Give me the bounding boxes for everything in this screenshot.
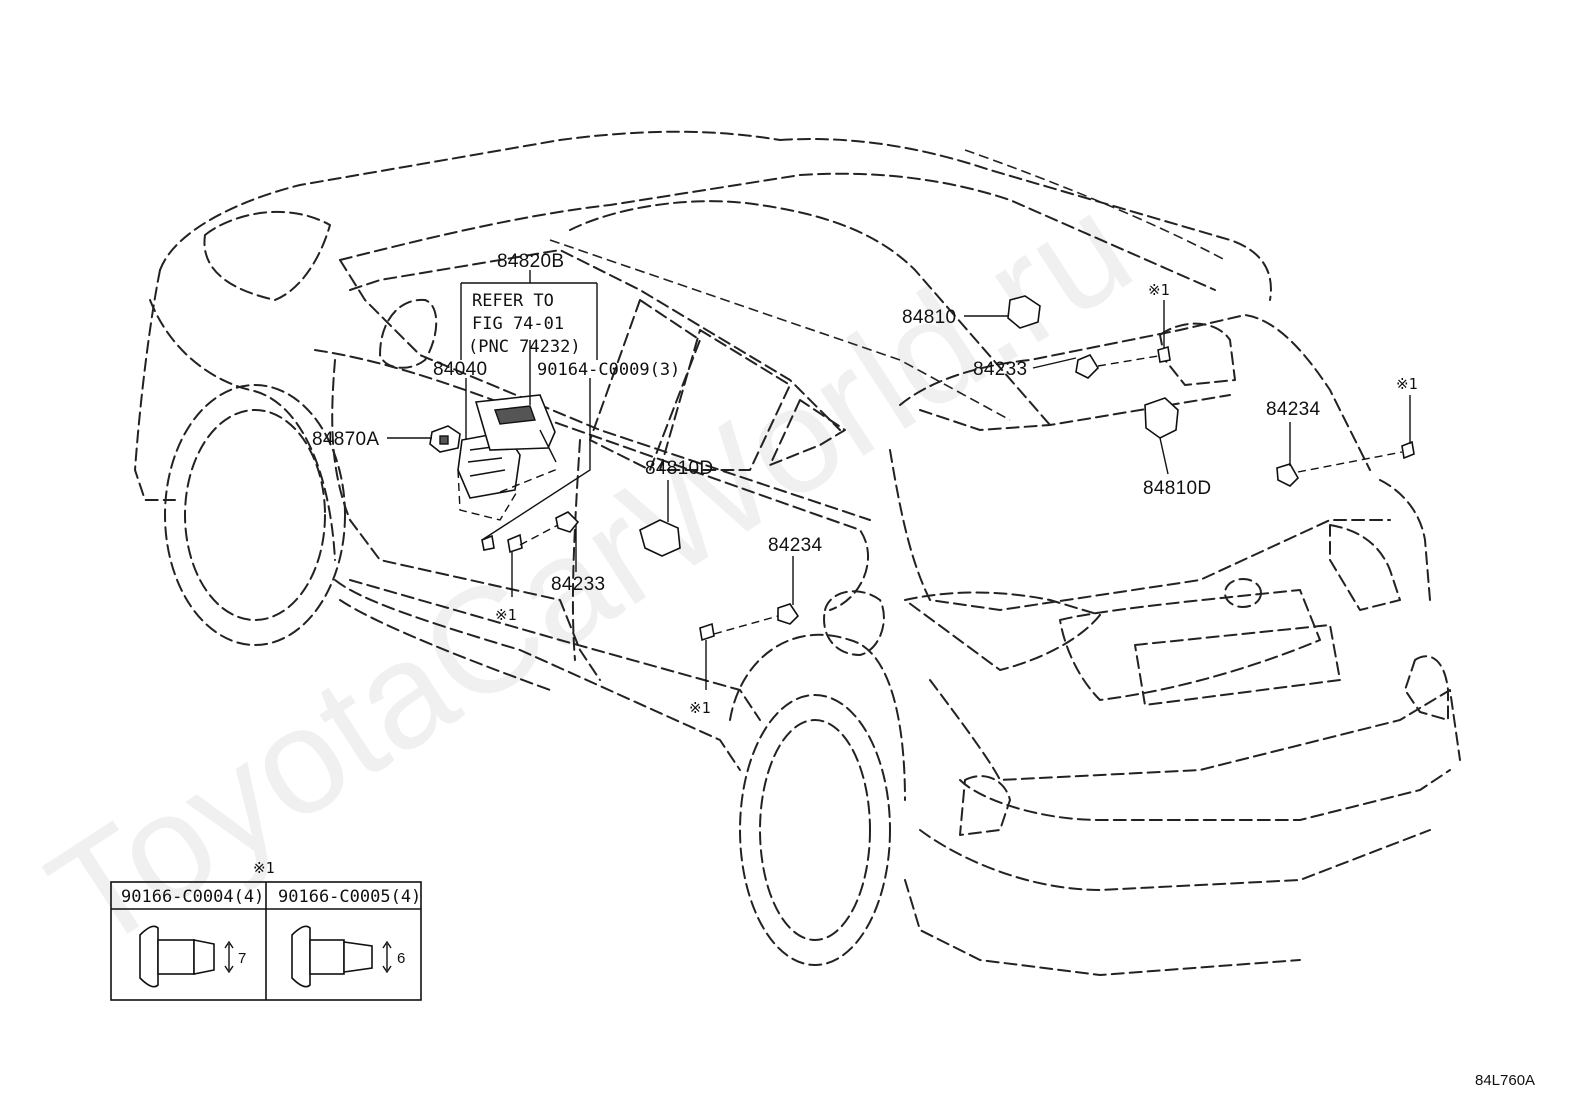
part-84233-lower bbox=[555, 511, 580, 533]
refer-line-2: FIG 74-01 bbox=[472, 314, 564, 334]
part-84234-right bbox=[1276, 463, 1299, 487]
callout-90164: 90164-C0009(3) bbox=[537, 360, 680, 380]
leader-lines bbox=[387, 270, 1411, 690]
inset-left-dim: 7 bbox=[238, 950, 246, 967]
car-outline bbox=[134, 130, 1461, 976]
mark-mid: ※1 bbox=[689, 699, 711, 717]
callout-84234-mid: 84234 bbox=[768, 535, 822, 556]
callout-84233-lower: 84233 bbox=[551, 574, 605, 595]
mark-left: ※1 bbox=[495, 606, 517, 624]
callout-84234-right: 84234 bbox=[1266, 399, 1320, 420]
watermark-text: ToyotaCarWorld.ru bbox=[21, 161, 1159, 981]
callout-84040: 84040 bbox=[433, 359, 487, 380]
figure-code: 84L760A bbox=[1475, 1072, 1535, 1089]
inset-mark: ※1 bbox=[253, 859, 275, 877]
callout-84810D-mid: 84810D bbox=[645, 458, 713, 479]
bolt-icons bbox=[481, 345, 1415, 642]
part-84810D-mid bbox=[639, 519, 681, 557]
clip-90166-C0004-icon: 7 bbox=[139, 925, 246, 988]
callout-84810D-right: 84810D bbox=[1143, 478, 1211, 499]
part-84870A bbox=[429, 425, 461, 453]
refer-line-3: (PNC 74232) bbox=[468, 337, 581, 357]
part-84234-mid bbox=[777, 603, 800, 625]
fastener-inset: ※1 90166-C0004(4) 90166-C0005(4) 7 6 bbox=[110, 859, 422, 1001]
callout-84820B: 84820B bbox=[497, 251, 564, 272]
callout-84810-top: 84810 bbox=[902, 307, 956, 328]
clip-90166-C0005-icon: 6 bbox=[291, 925, 405, 988]
inset-right-part: 90166-C0005(4) bbox=[278, 887, 421, 907]
part-84810-top bbox=[1007, 295, 1041, 329]
part-84233-top bbox=[1075, 353, 1100, 379]
part-84810D-right bbox=[1144, 397, 1179, 439]
callout-84870A: 84870A bbox=[312, 429, 379, 450]
callout-84233-top: 84233 bbox=[973, 359, 1027, 380]
inset-right-dim: 6 bbox=[397, 950, 405, 967]
mark-top: ※1 bbox=[1148, 281, 1170, 299]
callout-labels: 84820B REFER TO FIG 74-01 (PNC 74232) 84… bbox=[312, 251, 1418, 717]
inset-left-part: 90166-C0004(4) bbox=[121, 887, 264, 907]
mark-right: ※1 bbox=[1396, 375, 1418, 393]
refer-line-1: REFER TO bbox=[472, 291, 554, 311]
